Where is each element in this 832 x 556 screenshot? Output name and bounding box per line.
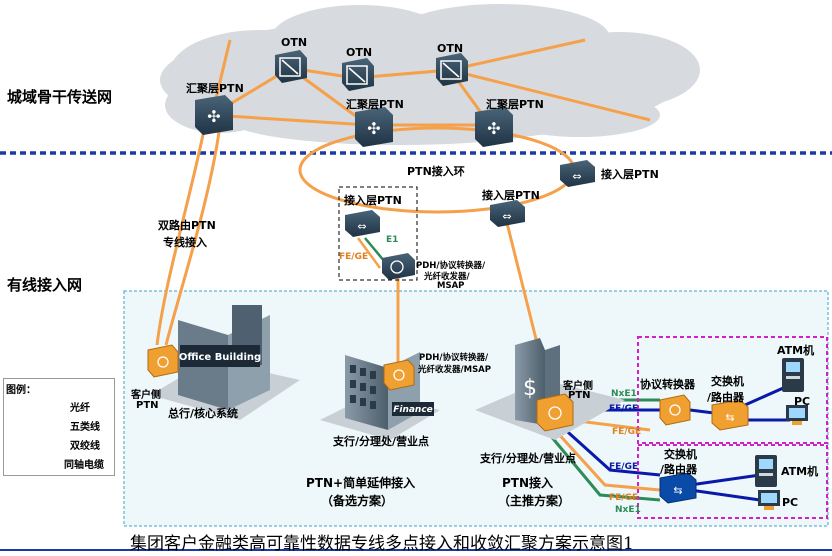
svg-text:⇔: ⇔ [572,170,581,183]
protocol-converter-label: 协议转换器 [640,378,695,391]
svg-text:⇔: ⇔ [502,210,511,223]
backbone-zone-title: 城域骨干传送网 [7,88,113,106]
top-pc-label: PC [794,395,811,408]
fe-ge-label: FE/GE [339,252,369,262]
bottom-pc-label: PC [782,496,799,509]
customer-ptn-icon [536,393,574,432]
access-zone-title: 有线接入网 [7,276,83,294]
agg-right-label: 汇聚层PTN [486,98,544,111]
dual-route-label-2: 专线接入 [163,236,207,249]
access-ptn-group-box [338,186,418,281]
legend-item-twisted-pair: 双绞线 [70,441,100,452]
access-ptn-right-label: 接入层PTN [601,168,659,181]
right-customer-ptn-label-2: PTN [568,390,591,401]
access-ptn-icon: ⇔ [490,200,525,227]
aggregation-ptn-icon: ✣ [355,107,393,147]
top-switch-label-1: 交换机 [711,375,744,388]
right-site-cabling [548,383,791,502]
right-scheme-title: PTN接入 [502,476,554,490]
pc-icon [758,490,780,510]
switch-router-icon: ⇆ [711,399,749,431]
agg-mid-label: 汇聚层PTN [346,98,404,111]
otn-device-icon [342,58,374,91]
otn-left-label: OTN [281,36,308,49]
e1-label: E1 [386,235,399,245]
legend-item-fiber: 光纤 [70,403,90,414]
dual-route-label-1: 双路由PTN [158,219,216,232]
dual-route-fiber [155,124,222,346]
svg-text:$: $ [523,376,537,401]
left-customer-ptn-label-2: PTN [136,400,159,411]
e1-coax-link [364,237,386,263]
mid-site-name: 支行/分理处/营业点 [333,435,430,448]
diagram-caption: 集团客户金融类高可靠性数据专线多点接入和收敛汇聚方案示意图1 [130,534,634,554]
remote-converter-label-1: PDH/协议转换器/ [416,261,486,271]
mid-scheme-subtitle: （备选方案） [321,494,394,508]
access-ptn-icon: ⇔ [560,160,595,187]
svg-text:⇔: ⇔ [357,220,366,233]
link-fege-top-label: FE/GE [609,404,639,414]
legend-item-cat5: 五类线 [70,422,100,433]
top-switch-label-2: /路由器 [707,391,745,404]
ring-label: PTN接入环 [407,165,465,178]
left-customer-ptn-label-1: 客户侧 [131,390,161,401]
otn-mid-label: OTN [346,46,373,59]
svg-text:✣: ✣ [367,119,380,138]
customer-ptn-icon [147,344,179,378]
legend-title: 图例： [6,385,36,396]
site-converter-label-2: 光纤收发器/MSAP [418,365,491,375]
otn-device-icon [436,53,468,86]
remote-converter-label-3: MSAP [437,281,465,291]
office-building-image: Office Building [150,305,300,420]
mid-scheme-title: PTN+简单延伸接入 [306,476,416,490]
link-fege-mid-label: FE/GE [612,427,642,437]
remote-converter-label-2: 光纤收发器/ [424,272,470,282]
access-ptn-icon: ⇔ [345,210,380,237]
legend: 图例： 光纤 五类线 双绞线 同轴电缆 [3,378,115,476]
bottom-atm-label: ATM机 [781,465,819,478]
atm-icon [782,358,804,392]
svg-text:✣: ✣ [207,107,220,126]
access-ptn-mid-label: 接入层PTN [482,189,540,202]
office-building-sign: Office Building [179,352,261,363]
aggregation-ptn-icon: ✣ [475,107,513,147]
left-site-name: 总行/核心系统 [168,407,239,420]
aggregation-ptn-icon: ✣ [195,95,233,135]
otn-device-icon [275,50,307,83]
right-scheme-subtitle: （主推方案） [498,494,571,508]
svg-text:⇆: ⇆ [673,484,682,497]
switch-router-icon: ⇆ [659,472,697,504]
right-customer-ptn-label-1: 客户侧 [563,381,593,392]
right-site-name: 支行/分理处/营业点 [480,452,577,465]
atm-icon [755,455,777,487]
bottom-equipment-box [637,444,828,519]
protocol-converter-icon [659,394,691,426]
link-nxe1-top-label: NxE1 [611,389,637,399]
site-converter-icon [383,359,415,391]
bottom-switch-label-1: 交换机 [664,448,697,461]
otn-right-label: OTN [437,42,464,55]
legend-item-coax: 同轴电缆 [64,460,104,471]
finance-building-sign: Finance [393,405,433,415]
link-fege-low-label: FE/GE [609,462,639,472]
access-ptn-left-label: 接入层PTN [344,194,402,207]
remote-converter-icon [382,253,415,280]
svg-text:⇆: ⇆ [725,411,734,424]
top-atm-label: ATM机 [777,344,815,357]
fe-ge-fiber-link [356,237,382,269]
top-equipment-box [637,336,828,444]
svg-text:✣: ✣ [487,119,500,138]
link-nxe1-bottom-label: NxE1 [615,505,641,515]
site-converter-label-1: PDH/协议转换器/ [419,353,489,363]
pc-icon [786,405,808,425]
agg-left-label: 汇聚层PTN [186,82,244,95]
link-fege-bottom-label: FE/GE [609,493,639,503]
bottom-switch-label-2: /路由器 [660,463,698,476]
